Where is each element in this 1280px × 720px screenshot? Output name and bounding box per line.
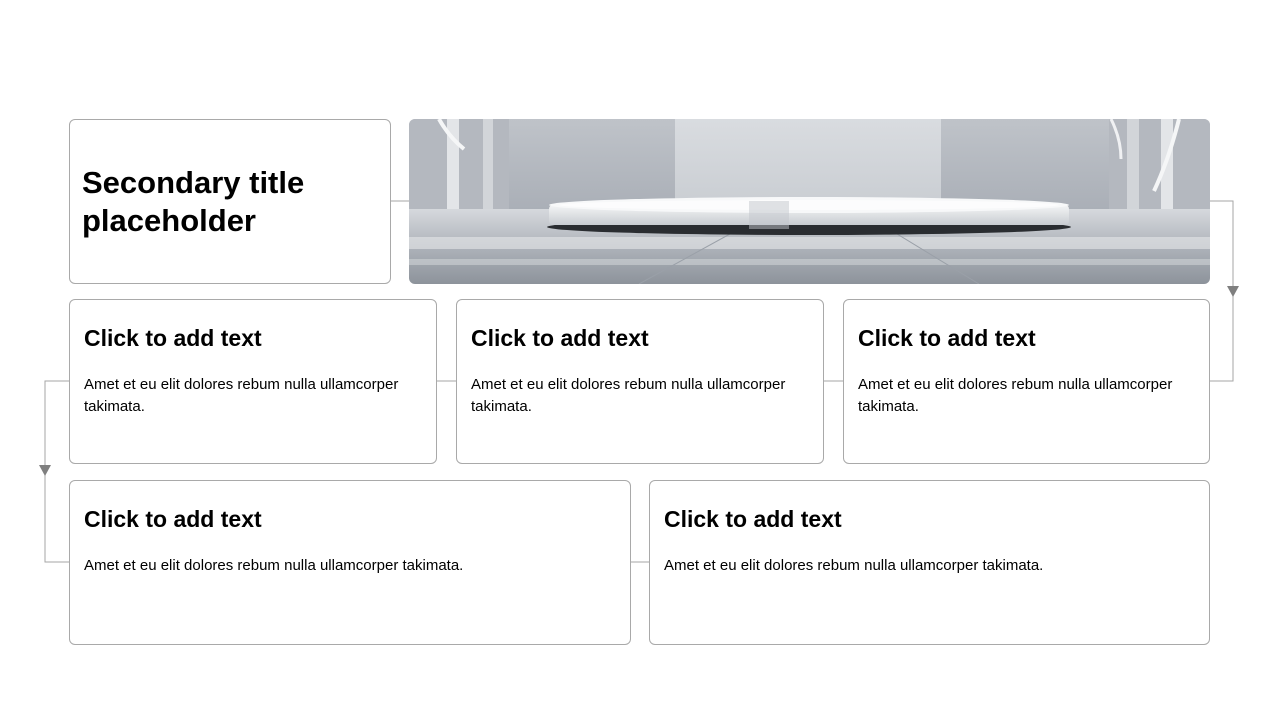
card-title[interactable]: Click to add text xyxy=(858,325,1036,351)
card-body[interactable]: Amet et eu elit dolores rebum nulla ulla… xyxy=(471,376,786,415)
card-body[interactable]: Amet et eu elit dolores rebum nulla ulla… xyxy=(664,557,1044,574)
connector-left-to-card4 xyxy=(44,474,69,563)
card-body[interactable]: Amet et eu elit dolores rebum nulla ulla… xyxy=(84,376,399,415)
secondary-title[interactable]: Secondary title placeholder xyxy=(82,164,305,238)
connector-card1-down xyxy=(44,380,69,466)
text-card-5[interactable]: Click to add text Amet et eu elit dolore… xyxy=(649,480,1210,645)
stage-photo xyxy=(409,119,1210,284)
text-card-3[interactable]: Click to add text Amet et eu elit dolore… xyxy=(843,299,1210,464)
card-title[interactable]: Click to add text xyxy=(664,506,842,532)
connector-right-to-card3 xyxy=(1210,296,1234,382)
text-card-2[interactable]: Click to add text Amet et eu elit dolore… xyxy=(456,299,824,464)
text-card-1[interactable]: Click to add text Amet et eu elit dolore… xyxy=(69,299,437,464)
text-card-4[interactable]: Click to add text Amet et eu elit dolore… xyxy=(69,480,631,645)
connector-photo-down xyxy=(1210,200,1234,288)
card-body[interactable]: Amet et eu elit dolores rebum nulla ulla… xyxy=(858,376,1173,415)
card-title[interactable]: Click to add text xyxy=(471,325,649,351)
title-box[interactable]: Secondary title placeholder xyxy=(69,119,391,284)
card-body[interactable]: Amet et eu elit dolores rebum nulla ulla… xyxy=(84,557,464,574)
card-title[interactable]: Click to add text xyxy=(84,325,262,351)
stage-image xyxy=(409,119,1210,284)
arrow-down-icon xyxy=(1227,286,1239,297)
arrow-down-icon xyxy=(39,465,51,476)
card-title[interactable]: Click to add text xyxy=(84,506,262,532)
